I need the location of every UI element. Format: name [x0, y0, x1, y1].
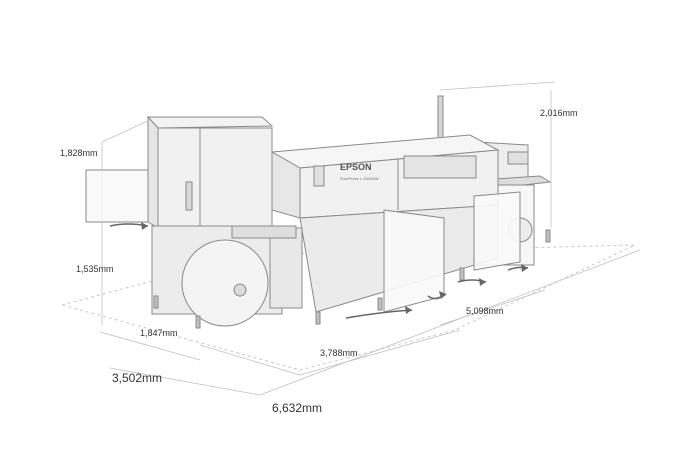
model-name: SurePress L-4533AW	[340, 176, 379, 181]
dim-label-total-length: 6,632mm	[272, 401, 322, 415]
machine-feet	[153, 229, 551, 329]
open-doors	[383, 191, 521, 313]
unwinder-tower	[146, 115, 274, 229]
feed-tray	[85, 169, 149, 223]
roll-drum	[181, 239, 269, 327]
epson-logo: EPSON	[340, 162, 372, 172]
dim-label-body-length: 3,788mm	[320, 348, 358, 358]
dim-label-roll-height: 1,535mm	[76, 264, 114, 274]
dim-label-total-depth: 3,502mm	[112, 371, 162, 385]
dim-label-tower-height: 2,016mm	[540, 108, 578, 118]
dim-label-extended-length: 5,098mm	[466, 306, 504, 316]
dim-label-feeder-height: 1,828mm	[60, 148, 98, 158]
signal-tower	[437, 95, 444, 141]
arrow-heads	[141, 222, 528, 314]
dim-label-roll-depth: 1,847mm	[140, 328, 178, 338]
